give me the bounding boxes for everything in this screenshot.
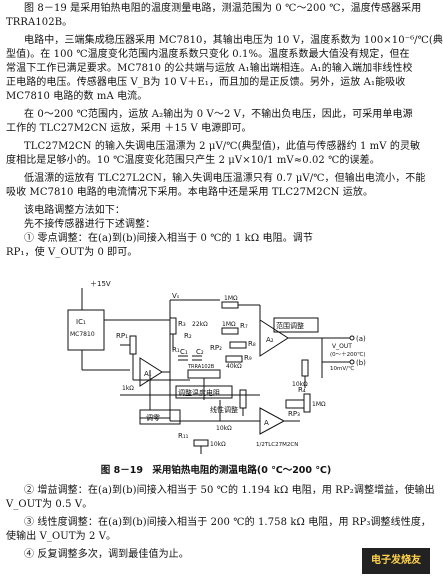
label-temp: 调整温度电阻 [178, 388, 220, 397]
label-r12: 10kΩ [216, 425, 232, 432]
label-a3: A [264, 419, 269, 427]
paragraph-line: 正电路的电压。传感器电压 V_B为 10 V＋E₁，而且加的是正反馈。另外，运放… [6, 77, 406, 88]
label-r8: R₈ [248, 340, 256, 348]
label-r4: R₄ [298, 386, 306, 394]
paragraph-line: TLC27M2CN 的输入失调电压温漂为 2 μV/℃(典型值)，此值与传感器约… [24, 141, 421, 152]
paragraph-line: ① 零点调整：在(a)到(b)间接入相当于 0 ℃的 1 kΩ 电阻。调节 [24, 233, 314, 244]
label-ic: IC₁ [76, 318, 86, 326]
label-ic-part: MC7810 [70, 331, 95, 338]
label-a2: A₂ [266, 336, 274, 344]
label-rp2: RP₂ [210, 344, 222, 352]
label-r9v: 40kΩ [226, 363, 242, 370]
label-r9: R₉ [244, 354, 252, 362]
label-r10: 10kΩ [292, 381, 308, 388]
label-supply: ＋15V [90, 280, 111, 288]
label-sensor: TRRA102B [187, 364, 215, 370]
label-lin: 线性调整 [210, 405, 238, 414]
paragraph-line: 度相比是足够小的。10 ℃温度变化范围只产生 2 μV×10/1 mV≈0.02… [6, 155, 380, 166]
paragraph-line: 图 8－19 是采用铂热电阻的温度测量电路，测温范围为 0 ℃～200 ℃，温度… [24, 3, 422, 14]
label-r3: R₃ [178, 320, 186, 328]
label-r2: R₂ [184, 332, 192, 340]
paragraph-line: 低温漂的运放有 TLC27L2CN，输入失调电压温漂只有 0.7 μV/℃，但输… [24, 173, 426, 184]
circuit-diagram: ＋15V IC₁ MC7810 Vₛ R₃ 22kΩ R₁ R₂ RP₁ C₁ … [67, 280, 366, 454]
label-r7: R₇ [240, 322, 248, 330]
paragraph-line: MC7810 电路的数 mA 电流。 [6, 91, 148, 102]
label-zero: 调零 [146, 413, 160, 422]
label-a3part: 1/2TLC27M2CN [256, 442, 298, 448]
label-r6: 1MΩ [222, 321, 236, 328]
paragraph-line: V_OUT为 0.5 V。 [6, 499, 93, 510]
paragraph-line: ④ 反复调整多次，调到最佳值为止。 [24, 549, 189, 560]
label-r4v: 1MΩ [312, 401, 326, 408]
label-r5: 1MΩ [224, 295, 238, 302]
label-r3v: 22kΩ [192, 321, 208, 328]
label-a: (a) [356, 335, 366, 343]
label-rp1: RP₁ [116, 332, 128, 340]
paragraph-line: 常温下工作已满足要求。MC7810 的公共端与运放 A₁输出端相连。A₁的输入端… [6, 63, 413, 74]
label-c2: C₂ [196, 348, 204, 356]
paragraph-line: 该电路调整方法如下： [24, 205, 125, 216]
paragraph-line: TRRA102B。 [6, 17, 73, 28]
paragraph-line: 型值)。在 100 ℃温度变化范围内温度系数只变化 0.1%。温度系数最大值没有… [6, 49, 410, 60]
label-b: (b) [356, 359, 366, 367]
figure-caption: 图 8－19 采用铂热电阻的测温电路(0 ℃～200 ℃) [100, 465, 332, 476]
label-range: 范围调整 [276, 321, 304, 330]
paragraph-line: ② 增益调整：在(a)到(b)间接入相当于 50 ℃的 1.194 kΩ 电阻，… [24, 485, 435, 496]
label-c1: C₁ [180, 348, 188, 356]
paragraph-line: RP₁，使 V_OUT为 0 即可。 [6, 247, 138, 258]
paragraph-line: 工作的 TLC27M2CN 运放，采用 ＋15 V 电源即可。 [6, 123, 252, 134]
opamp-a1 [139, 357, 163, 387]
label-r11: R₁₁ [178, 432, 189, 440]
watermark-logo: 电子发烧友 [362, 548, 430, 574]
label-out2: (0～＋200℃) [330, 351, 365, 358]
paragraph-line: 使输出 V_OUT为 2 V。 [6, 531, 117, 542]
paragraph-line: 电路中，三端集成稳压器采用 MC7810，其输出电压为 10 V，温度系数为 1… [24, 35, 443, 46]
label-r1: R₁ [172, 346, 180, 354]
label-vs: Vₛ [172, 292, 180, 300]
label-a1: A₁ [144, 370, 152, 378]
label-rp3: RP₃ [288, 410, 300, 418]
label-out3: 10mV/℃ [330, 365, 354, 372]
label-r1v: 1kΩ [122, 385, 134, 392]
paragraph-line: 吸收 MC7810 电路的电流情况下采用。本电路中还是采用 TLC27M2CN … [6, 187, 374, 198]
label-out1: V_OUT [332, 343, 352, 350]
paragraph-line: 先不接传感器进行下述调整： [24, 219, 156, 230]
ic-mc7810-box [67, 309, 105, 351]
label-r11v: 10kΩ [210, 441, 226, 448]
paragraph-line: 在 0～200 ℃范围内，运放 A₂输出为 0 V～2 V，不输出负电压，因此，… [24, 109, 413, 120]
paragraph-line: ③ 线性度调整：在(a)到(b)间接入相当于 200 ℃的 1.758 kΩ 电… [24, 517, 432, 528]
document-page: 图 8－19 是采用铂热电阻的温度测量电路，测温范围为 0 ℃～200 ℃，温度… [6, 3, 443, 574]
